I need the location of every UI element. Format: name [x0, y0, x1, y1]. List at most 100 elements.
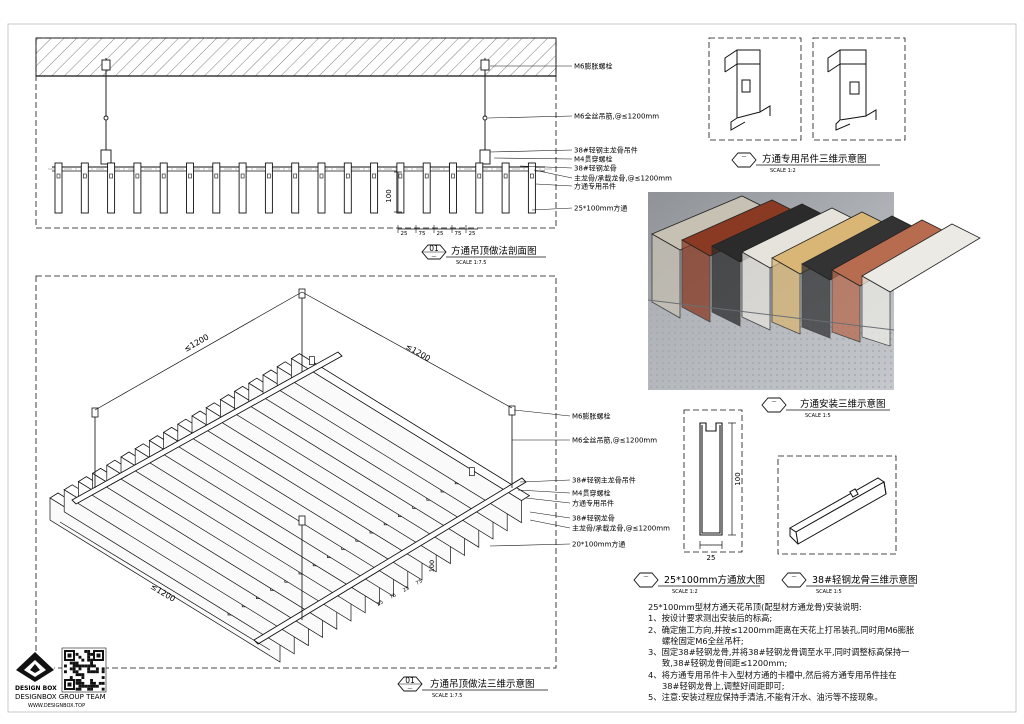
- section-label: 主龙骨/承载龙骨,@≤1200mm: [574, 174, 672, 183]
- iso-title-mark: —: [408, 686, 413, 692]
- qr-module: [95, 670, 99, 674]
- section-label: M4贯穿螺栓: [574, 155, 613, 164]
- iso-leader: [513, 409, 571, 417]
- iso-leader: [525, 497, 571, 504]
- qr-module: [90, 681, 93, 685]
- qr-finder: [96, 653, 101, 658]
- qr-module: [90, 679, 93, 682]
- qr-module: [81, 681, 85, 685]
- section-slat-clip: [530, 173, 534, 179]
- section-slat: [317, 162, 326, 214]
- qr-module: [69, 676, 73, 679]
- qr-module: [101, 681, 105, 685]
- iso-labels: M6膨胀螺栓M6全丝吊筋,@≤1200mm38#轻钢主龙骨吊件M4贯穿螺栓方通专…: [489, 409, 670, 549]
- section-title-block: 01 — 方通吊顶做法剖面图 SCALE 1:7.5: [421, 244, 546, 266]
- section-slat-clip: [56, 173, 61, 179]
- keel-title-mark: —: [792, 574, 797, 580]
- qr-module: [93, 684, 96, 688]
- qr-module: [75, 670, 79, 674]
- qr-module: [78, 681, 82, 685]
- qr-module: [81, 673, 85, 677]
- section-slat-clip: [345, 173, 350, 179]
- section-slat: [370, 162, 379, 214]
- iso-dim-height: 100: [428, 560, 436, 572]
- qr-module: [90, 684, 93, 688]
- section-label: 38#轻钢龙骨: [574, 164, 617, 173]
- qr-finder: [67, 653, 72, 658]
- iso-spacing-text: 25: [402, 585, 411, 593]
- iso-leader: [529, 519, 571, 529]
- iso-frame: [35, 275, 557, 669]
- qr-module: [87, 684, 91, 688]
- logo-brand: DESIGN BOX: [15, 685, 57, 692]
- section-spacing-text: 25: [469, 231, 476, 237]
- notes-line: 致,38#轻钢龙骨间距≤1200mm;: [662, 658, 788, 669]
- photo-title-block: — 方通安装三维示意图 SCALE 1:5: [761, 397, 890, 419]
- section-scale: SCALE 1:7.5: [456, 260, 486, 266]
- qr-module: [75, 687, 79, 691]
- section-slat: [291, 162, 300, 214]
- qr-module: [84, 650, 88, 653]
- qr-module: [93, 664, 96, 668]
- section-slat-clip: [214, 173, 219, 179]
- section-slat: [212, 162, 221, 214]
- section-slat-clip: [240, 173, 245, 179]
- qr-module: [72, 667, 76, 671]
- iso-rods: [94, 290, 513, 620]
- qr-module: [75, 681, 79, 685]
- section-slat-clip: [503, 173, 508, 179]
- qr-module: [78, 655, 82, 659]
- section-slat: [133, 162, 142, 214]
- iso-label: 主龙骨/承载龙骨,@≤1200mm: [572, 524, 670, 533]
- photo-tubes: [651, 195, 981, 347]
- notes-heading: 25*100mm型材方通天花吊顶(配型材方通龙骨)安装说明:: [648, 602, 862, 612]
- keel-frame: [777, 455, 897, 555]
- section-label: 38#轻钢主龙骨吊件: [574, 146, 638, 155]
- section-leader: [535, 183, 573, 187]
- hanger-clip-left: [724, 49, 771, 131]
- photo-title-mark: —: [772, 399, 777, 405]
- section-slat: [238, 162, 247, 214]
- iso-leader: [529, 511, 571, 519]
- section-dim-height-text: 100: [385, 189, 393, 202]
- section-label: 方通专用吊件: [574, 182, 616, 191]
- section-rod-hardware: [100, 59, 491, 165]
- photo-title: 方通安装三维示意图: [800, 398, 886, 410]
- section-leader: [533, 169, 573, 179]
- qr-module: [84, 664, 88, 668]
- photo-tube-front: [651, 233, 681, 319]
- section-slat: [396, 162, 405, 214]
- qr-module: [78, 687, 82, 691]
- qr-finder: [67, 682, 72, 687]
- iso-keels: [71, 351, 527, 645]
- section-leader: [487, 115, 573, 119]
- hanger-title: 方通专用吊件三维示意图: [762, 153, 867, 165]
- qr-module: [69, 661, 73, 665]
- tube-detail-frame: [683, 409, 743, 553]
- section-labels: M6膨胀螺栓M6全丝吊筋,@≤1200mm38#轻钢主龙骨吊件M4贯穿螺栓38#…: [487, 62, 672, 213]
- iso-label: 38#轻钢主龙骨吊件: [572, 476, 636, 485]
- qr-module: [90, 652, 93, 656]
- iso-title-no: 01: [405, 676, 415, 685]
- section-title-no: 01: [429, 244, 439, 253]
- qr-module: [81, 664, 85, 668]
- qr-module: [87, 650, 91, 653]
- qr-module: [78, 684, 82, 688]
- section-leader: [519, 165, 573, 169]
- qr-module: [72, 664, 76, 668]
- iso-label: M6全丝吊筋,@≤1200mm: [572, 436, 657, 445]
- section-title-mark: —: [432, 254, 437, 260]
- qr-module: [87, 664, 91, 668]
- section-slat-clip: [161, 173, 166, 179]
- iso-spacing-text: 75: [415, 578, 424, 586]
- section-slat-clip: [135, 173, 140, 179]
- qr-module: [81, 676, 85, 679]
- qr-module: [64, 664, 67, 668]
- section-slat: [501, 162, 510, 214]
- keel-drawing: — 38#轻钢龙骨三维示意图 SCALE 1:5: [777, 455, 918, 595]
- section-leader: [489, 149, 573, 153]
- section-slat: [343, 162, 352, 214]
- iso-clip: [469, 467, 475, 476]
- install-photo: [647, 192, 981, 390]
